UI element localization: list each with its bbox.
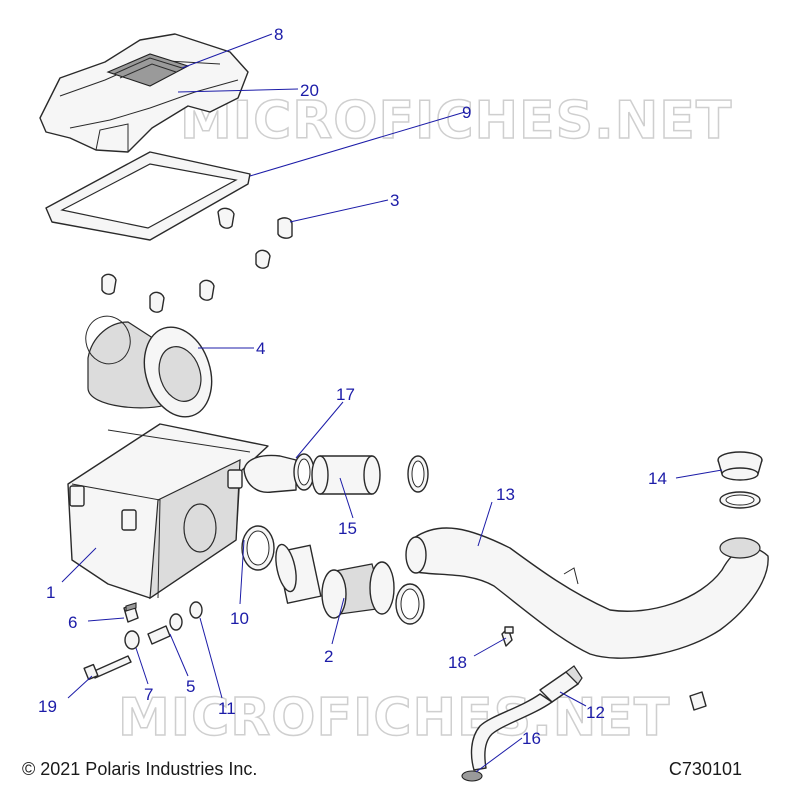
bushing-7[interactable] <box>124 630 140 650</box>
airbox-base[interactable] <box>67 423 269 600</box>
clamp-16[interactable] <box>461 770 483 782</box>
sleeve-5[interactable] <box>147 613 183 645</box>
drawing-number: C730101 <box>668 759 742 779</box>
callout-1: 1 <box>46 583 55 602</box>
callout-9: 9 <box>462 103 471 122</box>
retaining-clips[interactable] <box>101 207 293 313</box>
callout-10: 10 <box>230 609 249 628</box>
callout-17: 17 <box>336 385 355 404</box>
coupler-15[interactable] <box>311 455 381 495</box>
callout-11: 11 <box>218 699 236 718</box>
tube-10[interactable] <box>272 543 322 604</box>
callout-2: 2 <box>324 647 333 666</box>
callout-8: 8 <box>274 25 283 44</box>
callout-6: 6 <box>68 613 77 632</box>
callout-4: 4 <box>256 339 265 358</box>
intake-ring[interactable] <box>717 451 763 481</box>
screw-18[interactable] <box>501 626 514 647</box>
airbox-seal[interactable] <box>45 151 251 241</box>
intake-duct[interactable] <box>405 527 769 659</box>
callout-20: 20 <box>300 81 319 100</box>
callout-19: 19 <box>38 697 57 716</box>
air-filter[interactable] <box>80 310 223 425</box>
watermark-top: MICROFICHES.NET <box>180 91 732 151</box>
clamp-2[interactable] <box>395 583 425 625</box>
callout-5: 5 <box>186 677 195 696</box>
callout-18: 18 <box>448 653 467 672</box>
callout-15: 15 <box>338 519 357 538</box>
bolt-19[interactable] <box>83 655 132 681</box>
grommet-11[interactable] <box>189 601 203 619</box>
intake-clamp[interactable] <box>719 491 761 509</box>
callout-16: 16 <box>522 729 541 748</box>
callout-14: 14 <box>648 469 667 488</box>
plug-right[interactable] <box>689 691 707 711</box>
clamp-right[interactable] <box>407 455 429 493</box>
callout-12: 12 <box>586 703 605 722</box>
clamp-17[interactable] <box>293 453 315 491</box>
airbox-outlet-tube[interactable] <box>243 454 297 493</box>
drain-hose[interactable] <box>470 693 553 771</box>
adapter-2[interactable] <box>321 561 395 619</box>
callouts: 8 20 9 3 4 17 15 13 14 1 10 2 6 5 7 11 1… <box>38 25 667 748</box>
drain-valve-12[interactable] <box>539 665 583 703</box>
callout-3: 3 <box>390 191 399 210</box>
callout-13: 13 <box>496 485 515 504</box>
plug-6[interactable] <box>123 602 139 623</box>
leader-lines <box>61 33 723 773</box>
copyright-notice: © 2021 Polaris Industries Inc. <box>22 759 258 779</box>
clamp-10[interactable] <box>241 525 275 571</box>
watermark-bottom: MICROFICHES.NET <box>118 688 670 748</box>
callout-7: 7 <box>144 685 153 704</box>
